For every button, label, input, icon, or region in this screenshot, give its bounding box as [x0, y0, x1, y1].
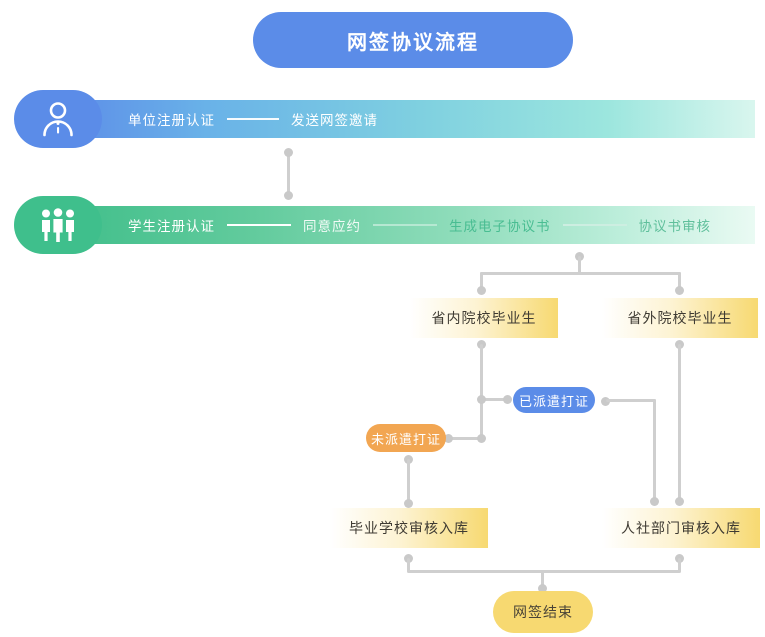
lane-employer-step-0: 单位注册认证	[128, 113, 215, 128]
connector-merge-right	[678, 558, 681, 572]
person-info-icon	[14, 90, 102, 148]
connector-lane1-lane2	[287, 152, 290, 196]
connector-merge-bar	[407, 570, 681, 573]
lane-student-step-2: 生成电子协议书	[449, 219, 551, 234]
connector-dot	[444, 434, 453, 443]
lane-student-step-3: 协议书审核	[638, 219, 711, 234]
node-not-dispatched[interactable]: 未派遣打证	[366, 424, 446, 452]
connector-dispatched-down	[653, 399, 656, 501]
connector-split-right	[678, 272, 681, 290]
node-hr-archive[interactable]: 人社部门审核入库	[602, 508, 760, 548]
step-dash	[227, 224, 291, 226]
lane-employer: 单位注册认证 发送网签邀请	[14, 90, 755, 148]
connector-dot	[404, 499, 413, 508]
step-dash	[227, 118, 279, 120]
connector-merge-left	[407, 558, 410, 572]
connector-merge-stem	[541, 570, 544, 588]
connector-dot	[675, 286, 684, 295]
connector-dot	[284, 191, 293, 200]
node-out-province[interactable]: 省外院校毕业生	[602, 298, 758, 338]
people-group-icon	[14, 196, 102, 254]
page-title: 网签协议流程	[253, 12, 573, 68]
connector-to-not-dispatched	[447, 437, 483, 440]
connector-dot	[538, 584, 547, 593]
lane-employer-step-1: 发送网签邀请	[291, 113, 378, 128]
connector-split-stem	[578, 256, 581, 274]
lane-employer-steps: 单位注册认证 发送网签邀请	[128, 100, 378, 138]
connector-split-left	[480, 272, 483, 290]
connector-dot	[284, 148, 293, 157]
connector-dot	[503, 395, 512, 404]
lane-student-steps: 学生注册认证 同意应约 生成电子协议书 协议书审核	[128, 206, 711, 244]
connector-outprovince-down	[678, 344, 681, 501]
connector-dot	[477, 286, 486, 295]
connector-dot	[675, 497, 684, 506]
step-dash	[562, 224, 627, 226]
connector-dot	[601, 397, 610, 406]
connector-to-dispatched	[483, 398, 511, 401]
node-school-archive[interactable]: 毕业学校审核入库	[330, 508, 488, 548]
node-in-province[interactable]: 省内院校毕业生	[410, 298, 558, 338]
connector-split-bar	[480, 272, 681, 275]
step-dash	[373, 224, 437, 226]
lane-student-step-1: 同意应约	[303, 219, 361, 234]
lane-student-step-0: 学生注册认证	[128, 219, 215, 234]
node-dispatched[interactable]: 已派遣打证	[513, 387, 595, 413]
connector-in-province-down	[480, 344, 483, 441]
connector-dispatched-right	[606, 399, 656, 402]
lane-student: 学生注册认证 同意应约 生成电子协议书 协议书审核	[14, 196, 755, 254]
connector-notdispatched-down	[407, 459, 410, 503]
lane-employer-bar	[86, 100, 755, 138]
connector-dot	[477, 395, 486, 404]
node-end[interactable]: 网签结束	[493, 591, 593, 633]
connector-dot	[477, 434, 486, 443]
connector-dot	[650, 497, 659, 506]
